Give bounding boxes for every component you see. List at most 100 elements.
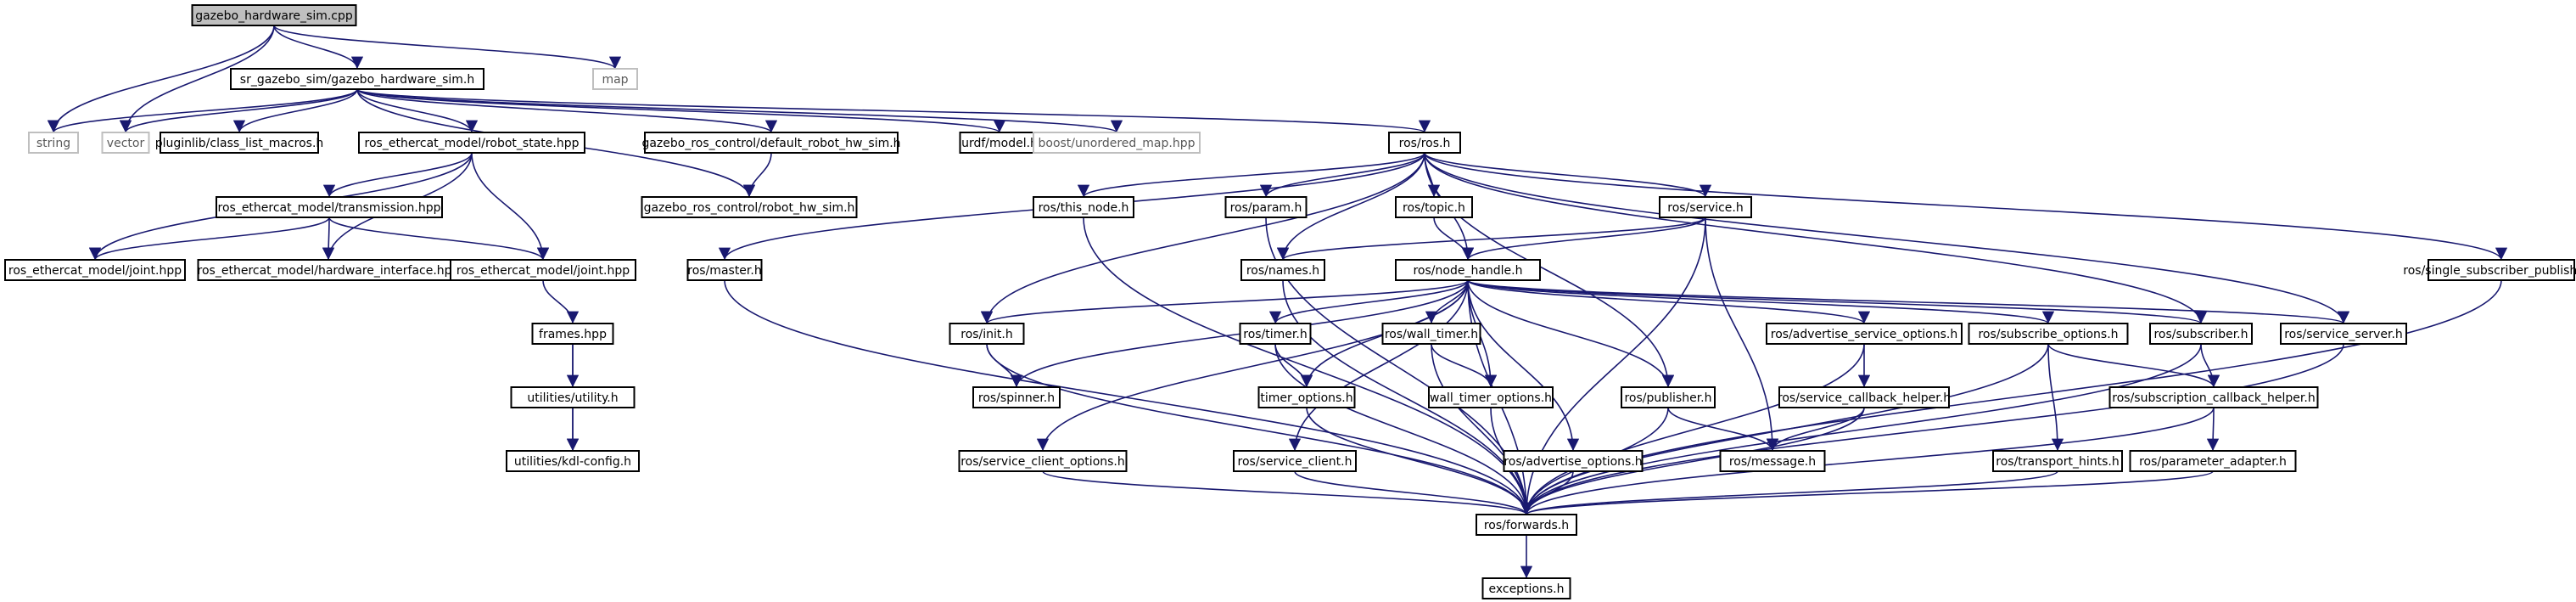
node-label: ros/timer.h [1243, 328, 1307, 341]
node-thisnode[interactable]: ros/this_node.h [1033, 196, 1134, 218]
edge-service-to-names [1277, 217, 1706, 261]
edge-service-to-nodehandle [1461, 217, 1706, 261]
node-svcclientopt[interactable]: ros/service_client_options.h [958, 450, 1128, 472]
edge-walltimer-to-forwards [1431, 343, 1533, 515]
node-kdl[interactable]: utilities/kdl-config.h [506, 450, 640, 472]
edge-srgz-to-vector [119, 88, 358, 133]
node-defhw[interactable]: gazebo_ros_control/default_robot_hw_sim.… [641, 132, 901, 154]
node-walltimeropt[interactable]: wall_timer_options.h [1428, 386, 1554, 408]
edge-nodehandle-to-subopt [1467, 279, 2054, 324]
edge-topic-to-nodehandle [1433, 217, 1475, 261]
node-service[interactable]: ros/service.h [1659, 196, 1752, 218]
node-exceptions[interactable]: exceptions.h [1481, 577, 1571, 599]
node-walltimer[interactable]: ros/wall_timer.h [1381, 323, 1481, 345]
node-singlesub[interactable]: ros/single_subscriber_publisher.h [2403, 259, 2576, 281]
node-paramadapt[interactable]: ros/parameter_adapter.h [2129, 450, 2297, 472]
node-box [506, 450, 640, 472]
node-box [1240, 259, 1325, 281]
node-subopt[interactable]: ros/subscribe_options.h [1968, 323, 2129, 345]
node-map[interactable]: map [592, 68, 638, 90]
node-topic[interactable]: ros/topic.h [1395, 196, 1473, 218]
node-label: ros/param.h [1230, 201, 1302, 215]
node-names[interactable]: ros/names.h [1240, 259, 1325, 281]
node-label: utilities/kdl-config.h [514, 455, 631, 469]
edge-root-to-string [47, 25, 275, 133]
edge-paramadapt-to-forwards [1520, 470, 2214, 515]
edge-srgz-to-robotstate [356, 88, 479, 133]
node-label: urdf/model.h [961, 137, 1038, 150]
node-box [959, 132, 1040, 154]
edge-nodehandle-to-svcclientopt [1036, 279, 1469, 452]
node-boostmap[interactable]: boost/unordered_map.hpp [1033, 132, 1201, 154]
node-nodehandle[interactable]: ros/node_handle.h [1395, 259, 1541, 281]
node-label: gazebo_ros_control/robot_hw_sim.h [644, 201, 855, 215]
node-label: ros/service_server.h [2284, 328, 2403, 341]
edge-nodehandle-to-svcserver [1467, 279, 2349, 324]
node-box [230, 68, 484, 90]
edge-root-to-vector [119, 25, 275, 133]
node-hints[interactable]: ros/transport_hints.h [1992, 450, 2123, 472]
edge-svcclient-to-forwards [1294, 470, 1533, 515]
edge-jointM-to-frames [542, 279, 580, 324]
node-spinner[interactable]: ros/spinner.h [972, 386, 1061, 408]
node-label: ros_ethercat_model/joint.hpp [8, 264, 182, 278]
node-box [958, 450, 1128, 472]
node-hwiface[interactable]: ros_ethercat_model/hardware_interface.hp… [197, 259, 460, 281]
node-jointL[interactable]: ros_ethercat_model/joint.hpp [4, 259, 186, 281]
node-label: boost/unordered_map.hpp [1039, 137, 1196, 150]
node-label: ros/ros.h [1399, 137, 1451, 150]
node-label: ros/parameter_adapter.h [2139, 455, 2287, 469]
node-param[interactable]: ros/param.h [1224, 196, 1308, 218]
node-robotstate[interactable]: ros_ethercat_model/robot_state.hpp [358, 132, 585, 154]
node-subscriber[interactable]: ros/subscriber.h [2149, 323, 2253, 345]
edge-nodehandle-to-timer [1268, 279, 1469, 324]
node-jointM[interactable]: ros_ethercat_model/joint.hpp [450, 259, 636, 281]
edge-srgz-to-defhw [356, 88, 777, 133]
node-timer[interactable]: ros/timer.h [1239, 323, 1312, 345]
node-message[interactable]: ros/message.h [1719, 450, 1826, 472]
node-svcclient[interactable]: ros/service_client.h [1233, 450, 1357, 472]
node-label: ros/node_handle.h [1413, 264, 1522, 278]
node-utility[interactable]: utilities/utility.h [510, 386, 636, 408]
node-plugin[interactable]: pluginlib/class_list_macros.h [155, 132, 324, 154]
node-box [450, 259, 636, 281]
node-forwards[interactable]: ros/forwards.h [1476, 514, 1577, 536]
node-timeropt[interactable]: timer_options.h [1257, 386, 1356, 408]
node-frames[interactable]: frames.hpp [531, 323, 614, 345]
node-label: ros/wall_timer.h [1385, 328, 1478, 341]
node-svccb[interactable]: ros/service_callback_helper.h [1778, 386, 1951, 408]
edge-transmission-to-hwiface [322, 217, 335, 261]
node-root[interactable]: gazebo_hardware_sim.cpp [191, 4, 357, 26]
edge-names-to-forwards [1282, 279, 1533, 515]
node-vector[interactable]: vector [101, 132, 150, 154]
node-label: ros/transport_hints.h [1996, 455, 2119, 469]
node-label: sr_gazebo_sim/gazebo_hardware_sim.h [240, 73, 474, 87]
edge-transmission-to-jointL [88, 217, 330, 261]
node-label: ros/names.h [1246, 264, 1319, 278]
node-svcserver[interactable]: ros/service_server.h [2280, 323, 2407, 345]
node-string[interactable]: string [28, 132, 79, 154]
node-label: ros_ethercat_model/robot_state.hpp [365, 137, 580, 150]
node-srgz[interactable]: sr_gazebo_sim/gazebo_hardware_sim.h [230, 68, 484, 90]
node-box [1659, 196, 1752, 218]
node-label: ros/spinner.h [978, 391, 1055, 405]
node-label: gazebo_ros_control/default_robot_hw_sim.… [641, 137, 900, 150]
node-robothw[interactable]: gazebo_ros_control/robot_hw_sim.h [641, 196, 858, 218]
node-transmission[interactable]: ros_ethercat_model/transmission.hpp [216, 196, 443, 218]
node-advopt[interactable]: ros/advertise_options.h [1503, 450, 1644, 472]
node-box [216, 196, 443, 218]
node-box [1239, 323, 1312, 345]
edge-srgz-to-rosh [356, 88, 1431, 133]
node-publisher[interactable]: ros/publisher.h [1621, 386, 1716, 408]
node-subcb[interactable]: ros/subscription_callback_helper.h [2108, 386, 2319, 408]
node-init[interactable]: ros/init.h [949, 323, 1025, 345]
node-urdf[interactable]: urdf/model.h [959, 132, 1040, 154]
node-label: ros_ethercat_model/transmission.hpp [218, 201, 441, 215]
node-master[interactable]: ros/master.h [686, 259, 763, 281]
node-box [1033, 132, 1201, 154]
node-rosh[interactable]: ros/ros.h [1388, 132, 1461, 154]
node-advsvcopt[interactable]: ros/advertise_service_options.h [1766, 323, 1963, 345]
edge-subopt-to-forwards [1520, 343, 2049, 515]
node-box [1395, 259, 1541, 281]
